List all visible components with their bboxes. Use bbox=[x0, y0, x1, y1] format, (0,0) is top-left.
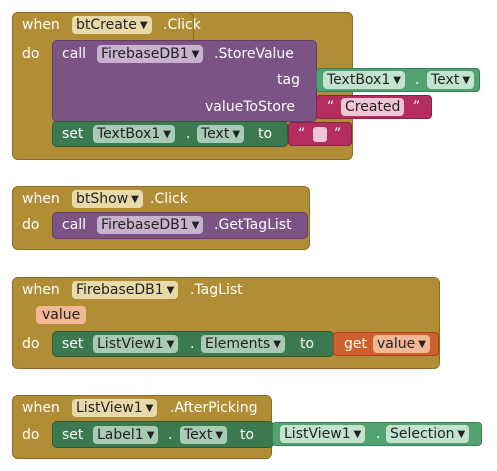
property-dropdown-text[interactable]: Text▼ bbox=[427, 71, 475, 89]
chevron-down-icon: ▼ bbox=[353, 429, 362, 440]
component-dropdown-firebasedb1[interactable]: FirebaseDB1▼ bbox=[97, 216, 204, 234]
when-keyword: when bbox=[22, 400, 60, 416]
do-keyword: do bbox=[22, 217, 40, 233]
chevron-down-icon: ▼ bbox=[457, 429, 466, 440]
chevron-down-icon: ▼ bbox=[393, 75, 401, 86]
chevron-down-icon: ▼ bbox=[166, 339, 175, 350]
property-dropdown-elements[interactable]: Elements▼ bbox=[201, 335, 285, 353]
get-keyword: get bbox=[344, 336, 367, 352]
do-keyword: do bbox=[22, 427, 40, 443]
chevron-down-icon: ▼ bbox=[145, 403, 154, 414]
chevron-down-icon: ▼ bbox=[166, 285, 175, 296]
property-dropdown-selection[interactable]: Selection▼ bbox=[386, 425, 470, 443]
dot-separator: . bbox=[168, 427, 173, 443]
component-dropdown-btshow[interactable]: btShow▼ bbox=[72, 190, 143, 208]
dot-separator: . bbox=[190, 336, 195, 352]
when-keyword: when bbox=[22, 191, 60, 207]
db-name: FirebaseDB1 bbox=[101, 217, 189, 233]
method-name: .StoreValue bbox=[214, 46, 294, 62]
quote-open-icon: “ bbox=[298, 126, 306, 142]
component-dropdown-textbox1[interactable]: TextBox1▼ bbox=[323, 71, 405, 89]
text-value-created[interactable]: Created bbox=[341, 98, 405, 116]
do-keyword: do bbox=[22, 46, 40, 62]
quote-close-icon: ” bbox=[334, 126, 342, 142]
component-dropdown-listview1[interactable]: ListView1▼ bbox=[93, 335, 179, 353]
getter-component: ListView1 bbox=[284, 426, 351, 442]
method-name: .GetTagList bbox=[214, 217, 292, 233]
component-dropdown-label1[interactable]: Label1▼ bbox=[93, 426, 159, 444]
setter-property: Elements bbox=[205, 336, 271, 352]
dot-separator: . bbox=[376, 426, 381, 442]
tag-socket-label: tag bbox=[277, 72, 300, 88]
component-name: btCreate bbox=[76, 17, 137, 33]
component-dropdown-btcreate[interactable]: btCreate▼ bbox=[72, 16, 152, 34]
component-dropdown-textbox1-setter[interactable]: TextBox1▼ bbox=[93, 125, 175, 143]
setter-property: Text bbox=[184, 427, 213, 443]
empty-text-field[interactable] bbox=[313, 127, 327, 142]
quote-open-icon: “ bbox=[327, 99, 335, 115]
set-keyword: set bbox=[62, 126, 84, 142]
do-keyword: do bbox=[22, 336, 40, 352]
event-name: .Click bbox=[163, 17, 201, 33]
chevron-down-icon: ▼ bbox=[273, 339, 281, 350]
variable-dropdown-value[interactable]: value▼ bbox=[373, 335, 430, 353]
parameter-name: value bbox=[36, 306, 87, 324]
quote-close-icon: ” bbox=[413, 99, 421, 115]
chevron-down-icon: ▼ bbox=[232, 129, 241, 140]
event-name: .Click bbox=[150, 191, 188, 207]
component-name: FirebaseDB1 bbox=[76, 282, 164, 298]
when-keyword: when bbox=[22, 17, 60, 33]
setter-component: TextBox1 bbox=[97, 126, 161, 142]
chevron-down-icon: ▼ bbox=[462, 75, 471, 86]
component-dropdown-listview1-getter[interactable]: ListView1▼ bbox=[280, 425, 366, 443]
chevron-down-icon: ▼ bbox=[146, 430, 155, 441]
setter-property: Text bbox=[201, 126, 230, 142]
call-keyword: call bbox=[62, 46, 87, 62]
component-name: btShow bbox=[76, 191, 129, 207]
set-keyword: set bbox=[62, 336, 84, 352]
component-dropdown-firebasedb1[interactable]: FirebaseDB1▼ bbox=[97, 45, 204, 63]
getter-property: Text bbox=[431, 72, 460, 88]
property-dropdown-text-setter[interactable]: Text▼ bbox=[197, 125, 245, 143]
setter-component: ListView1 bbox=[97, 336, 164, 352]
event-parameter-value[interactable]: value bbox=[36, 306, 87, 324]
chevron-down-icon: ▼ bbox=[191, 220, 200, 231]
chevron-down-icon: ▼ bbox=[418, 339, 426, 350]
component-dropdown-listview1[interactable]: ListView1▼ bbox=[72, 399, 158, 417]
dot-separator: . bbox=[415, 72, 420, 88]
chevron-down-icon: ▼ bbox=[163, 129, 171, 140]
to-keyword: to bbox=[258, 126, 273, 142]
property-dropdown-text[interactable]: Text▼ bbox=[180, 426, 228, 444]
variable-name: value bbox=[377, 336, 416, 352]
setter-block-label1-text[interactable] bbox=[52, 421, 274, 448]
event-name: .AfterPicking bbox=[170, 400, 258, 416]
setter-component: Label1 bbox=[97, 427, 144, 443]
text-value: Created bbox=[341, 98, 405, 116]
valuetostore-socket-label: valueToStore bbox=[205, 99, 295, 115]
chevron-down-icon: ▼ bbox=[215, 430, 224, 441]
call-keyword: call bbox=[62, 217, 87, 233]
component-dropdown-firebasedb1[interactable]: FirebaseDB1▼ bbox=[72, 281, 179, 299]
chevron-down-icon: ▼ bbox=[191, 49, 200, 60]
to-keyword: to bbox=[300, 336, 315, 352]
chevron-down-icon: ▼ bbox=[139, 20, 148, 31]
to-keyword: to bbox=[240, 427, 255, 443]
event-name: .TagList bbox=[190, 282, 243, 298]
when-keyword: when bbox=[22, 282, 60, 298]
chevron-down-icon: ▼ bbox=[131, 194, 139, 205]
component-name: ListView1 bbox=[76, 400, 143, 416]
dot-separator: . bbox=[186, 126, 191, 142]
db-name: FirebaseDB1 bbox=[101, 46, 189, 62]
getter-property: Selection bbox=[390, 426, 455, 442]
set-keyword: set bbox=[62, 427, 84, 443]
getter-component: TextBox1 bbox=[327, 72, 391, 88]
